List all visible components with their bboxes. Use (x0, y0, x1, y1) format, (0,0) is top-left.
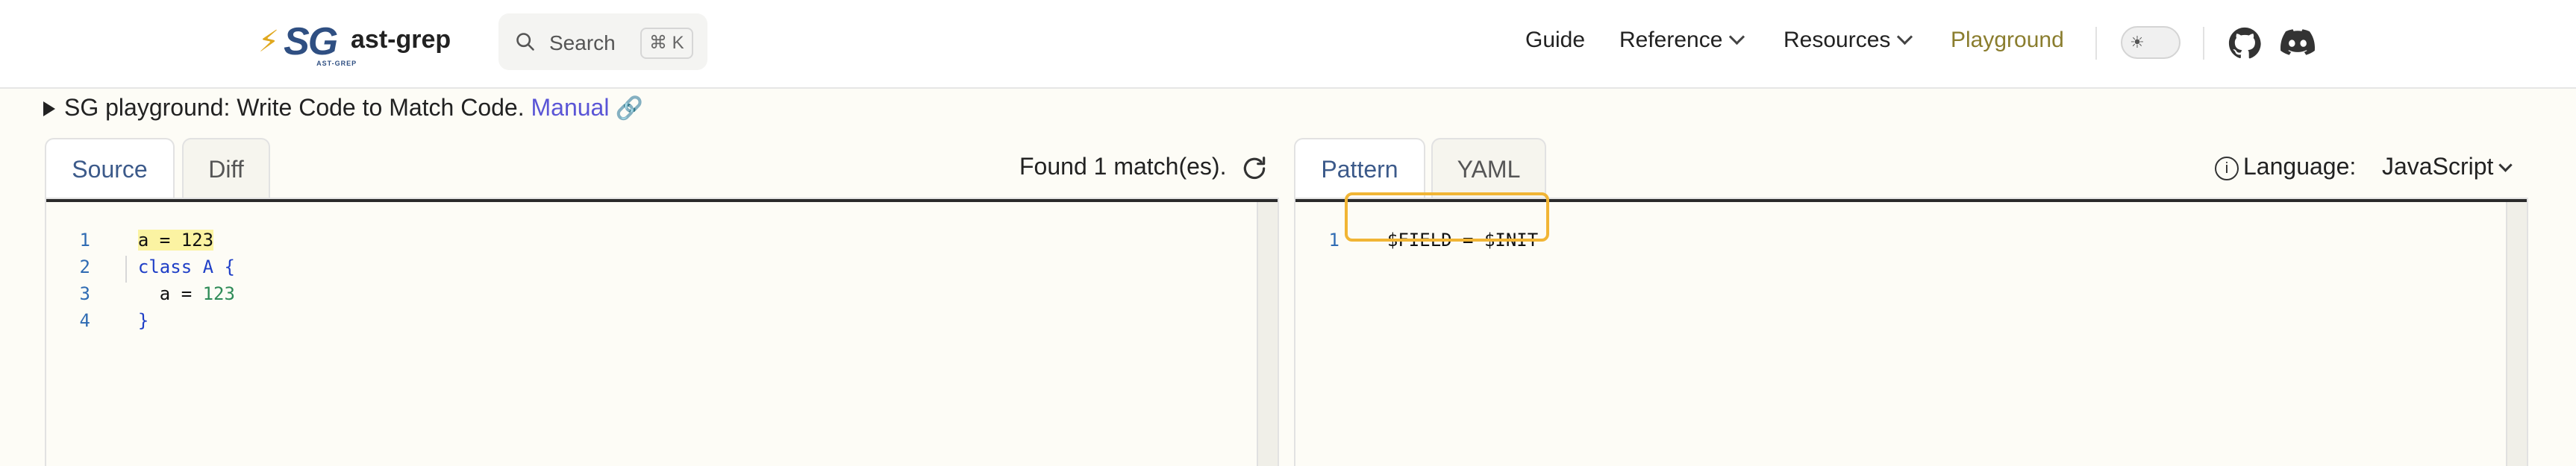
pattern-editor[interactable] (1294, 198, 2528, 466)
search-button[interactable]: Search ⌘ K (498, 13, 707, 70)
tab-pattern[interactable]: Pattern (1294, 138, 1425, 199)
github-icon[interactable] (2228, 27, 2261, 60)
line-number: 1 (79, 230, 90, 251)
nav-link-playground-label: Playground (1951, 28, 2064, 52)
code-token-matched: a = 123 (137, 230, 214, 251)
nav-link-reference-label: Reference (1619, 28, 1723, 52)
tab-yaml[interactable]: YAML (1431, 138, 1546, 199)
nav-link-guide[interactable]: Guide (1525, 28, 1585, 53)
nav-link-guide-label: Guide (1525, 28, 1586, 52)
editor-top-bar (1295, 199, 2527, 202)
info-icon: i (2215, 157, 2239, 180)
line-number: 2 (79, 256, 90, 277)
discord-icon[interactable] (2280, 28, 2315, 58)
tab-source[interactable]: Source (45, 138, 175, 199)
intro-summary[interactable]: SG playground: Write Code to Match Code.… (43, 94, 643, 122)
code-token-number: 123 (202, 283, 235, 304)
chevron-down-icon (2498, 158, 2513, 172)
code-line: 3 a = 123 (24, 254, 235, 304)
disclosure-triangle-icon (43, 101, 55, 116)
top-nav: ⚡ SG AST-GREP ast-grep Search ⌘ K Guide … (0, 0, 2576, 89)
link-icon: 🔗 (615, 96, 643, 121)
intro-text: SG playground: Write Code to Match Code. (64, 94, 525, 121)
logo[interactable]: ⚡ SG AST-GREP (258, 19, 356, 67)
line-number: 4 (79, 310, 90, 331)
match-status: Found 1 match(es). (1019, 153, 1227, 180)
nav-divider (2095, 27, 2097, 60)
refresh-icon[interactable] (1240, 154, 1269, 183)
line-number: 3 (79, 283, 90, 304)
search-label: Search (549, 31, 616, 54)
logo-mark: SG AST-GREP (284, 19, 356, 67)
tab-pattern-label: Pattern (1321, 156, 1398, 183)
search-icon (516, 33, 534, 51)
chevron-down-icon (1897, 28, 1913, 45)
nav-link-playground[interactable]: Playground (1951, 28, 2064, 53)
logo-subtext: AST-GREP (316, 60, 357, 67)
search-shortcut: ⌘ K (640, 28, 693, 59)
sun-icon: ☀ (2130, 33, 2145, 51)
language-select[interactable]: JavaScript (2382, 153, 2513, 180)
nav-link-resources-label: Resources (1783, 28, 1891, 52)
manual-link[interactable]: Manual (531, 94, 610, 121)
line-number: 1 (1328, 230, 1339, 251)
code-token-keyword: class (137, 256, 193, 277)
code-token-text: a = (137, 283, 203, 304)
tab-yaml-label: YAML (1457, 156, 1521, 183)
code-token-brace: } (137, 310, 149, 331)
source-scrollbar[interactable] (1257, 202, 1278, 466)
theme-toggle[interactable]: ☀ (2121, 26, 2180, 59)
nav-link-reference[interactable]: Reference (1619, 28, 1745, 53)
source-editor[interactable] (45, 198, 1279, 466)
code-line: 1 a = 123 (24, 200, 214, 251)
logo-text: SG (284, 20, 338, 63)
pattern-scrollbar[interactable] (2506, 202, 2527, 466)
language-select-value: JavaScript (2382, 153, 2494, 180)
tab-source-label: Source (72, 156, 148, 183)
code-token-identifier: A { (192, 256, 235, 277)
pattern-match-highlight (1345, 192, 1549, 242)
code-line: 2 class A { (24, 227, 235, 277)
indent-guide (125, 256, 127, 283)
tab-diff-label: Diff (208, 156, 244, 183)
language-label-text: Language: (2243, 153, 2357, 180)
bolt-icon: ⚡ (258, 25, 280, 58)
editor-top-bar (46, 199, 1278, 202)
tab-diff[interactable]: Diff (182, 138, 270, 199)
nav-divider (2203, 27, 2204, 60)
chevron-down-icon (1729, 28, 1745, 45)
nav-link-resources[interactable]: Resources (1783, 28, 1913, 53)
site-title[interactable]: ast-grep (351, 25, 451, 54)
code-line: 4} (24, 280, 149, 331)
